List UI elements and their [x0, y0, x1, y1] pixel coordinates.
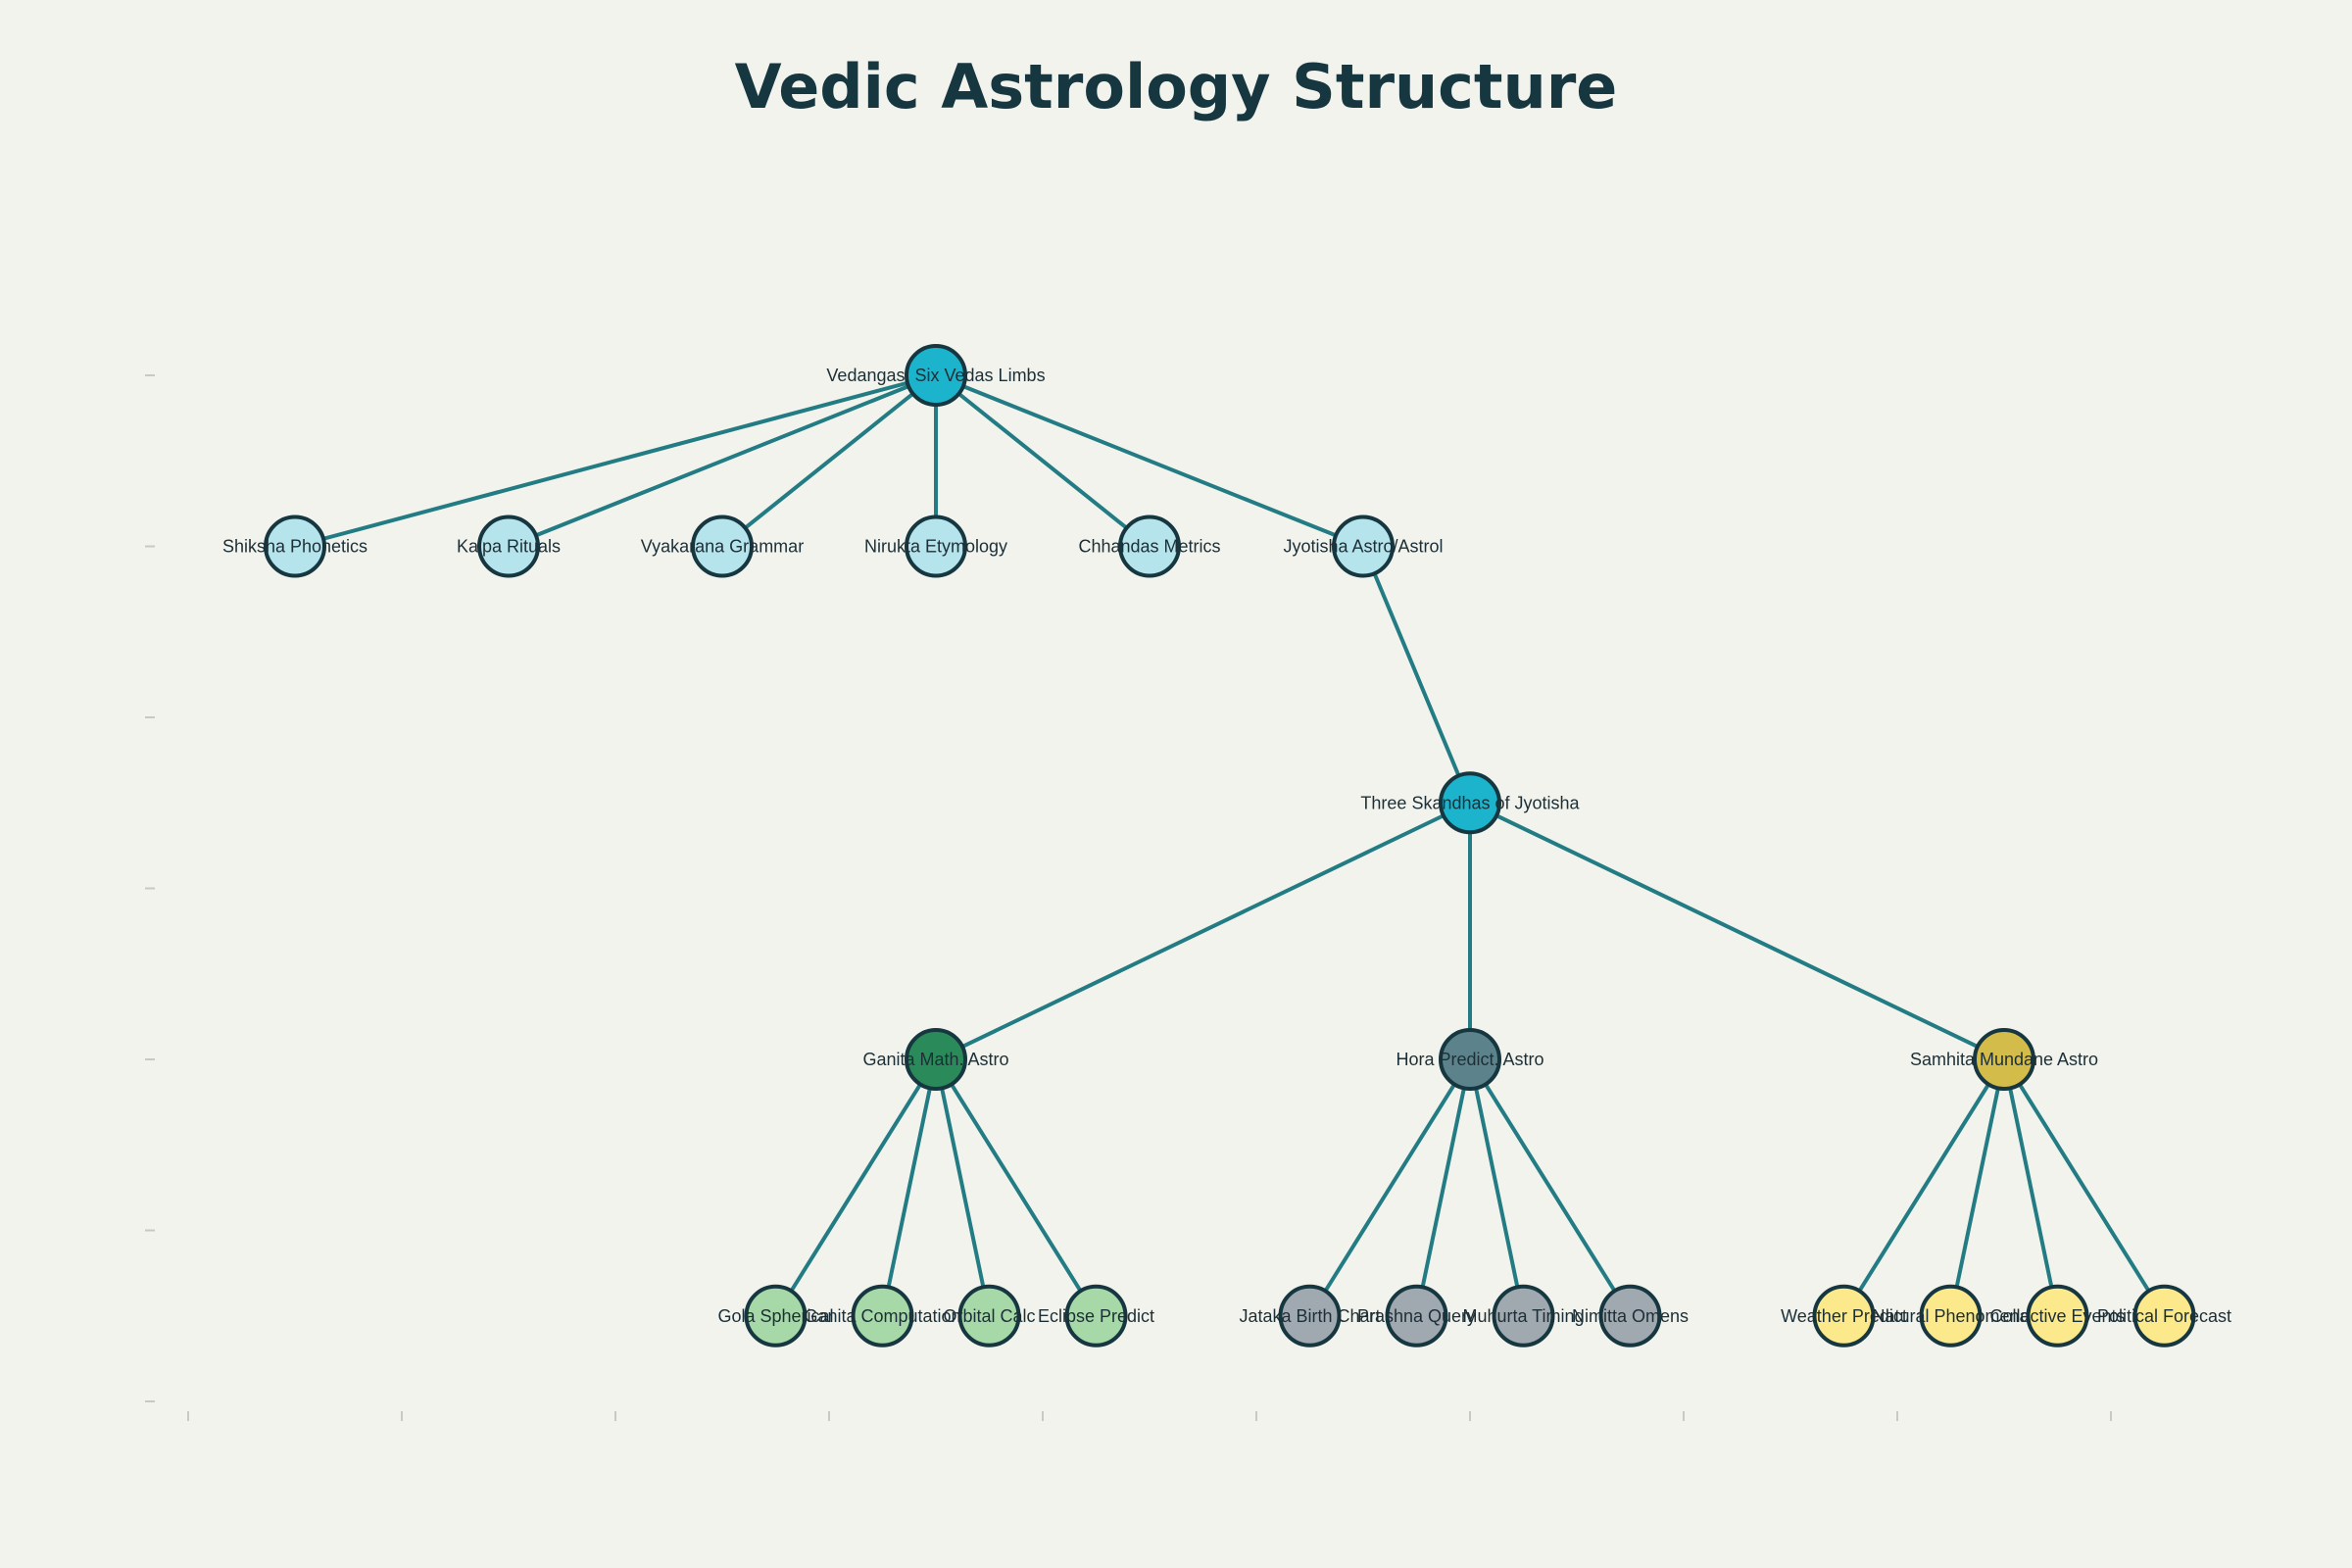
- edge-samhita-natural: [1948, 1058, 2006, 1317]
- edge-vedangas-jyotisha: [935, 373, 1364, 549]
- node-circle[interactable]: [1598, 1284, 1662, 1348]
- node-vyakarana[interactable]: Vyakarana Grammar: [641, 514, 804, 578]
- node-circle[interactable]: [1439, 771, 1501, 835]
- edge-ganita-eclipse: [934, 1057, 1099, 1317]
- node-circle[interactable]: [1492, 1284, 1555, 1348]
- node-collective[interactable]: Collective Events: [1989, 1284, 2126, 1348]
- edge-hora-nimitta: [1468, 1057, 1633, 1317]
- node-label: Gola Spherical: [717, 1306, 833, 1326]
- node-circle[interactable]: [851, 1284, 914, 1348]
- node-label: Three Skandhas of Jyotisha: [1360, 793, 1580, 812]
- node-label: Samhita Mundane Astro: [1910, 1050, 2098, 1069]
- node-ganita-comp[interactable]: Ganita Computation: [804, 1284, 961, 1348]
- node-circle[interactable]: [744, 1284, 808, 1348]
- node-circle[interactable]: [1812, 1284, 1876, 1348]
- edge-ganita-ganita-comp: [880, 1058, 938, 1317]
- edge-hora-muhurta: [1468, 1058, 1526, 1317]
- node-samhita[interactable]: Samhita Mundane Astro: [1910, 1028, 2098, 1091]
- node-circle[interactable]: [1278, 1284, 1342, 1348]
- node-label: Ganita Math. Astro: [862, 1050, 1008, 1069]
- node-prashna[interactable]: Prashna Query: [1357, 1284, 1476, 1348]
- node-nirukta[interactable]: Nirukta Etymology: [864, 514, 1007, 578]
- node-circle[interactable]: [2026, 1284, 2089, 1348]
- edge-hora-jataka: [1307, 1057, 1472, 1317]
- edge-vedangas-kalpa: [508, 373, 937, 549]
- edge-jyotisha-skandhas: [1361, 545, 1472, 805]
- node-label: Natural Phenomena: [1872, 1306, 2030, 1326]
- edge-samhita-collective: [2002, 1058, 2060, 1317]
- node-circle[interactable]: [1064, 1284, 1128, 1348]
- edge-skandhas-samhita: [1469, 801, 2005, 1061]
- node-label: Collective Events: [1989, 1306, 2125, 1326]
- node-circle[interactable]: [691, 514, 754, 578]
- node-circle[interactable]: [2132, 1284, 2196, 1348]
- edge-samhita-political: [2002, 1057, 2167, 1317]
- node-label: Vyakarana Grammar: [641, 537, 804, 557]
- node-circle[interactable]: [1332, 514, 1395, 578]
- node-circle[interactable]: [957, 1284, 1021, 1348]
- node-circle[interactable]: [905, 344, 967, 407]
- node-label: Muhurta Timing: [1462, 1306, 1584, 1326]
- node-circle[interactable]: [1118, 514, 1181, 578]
- edge-vedangas-vyakarana: [720, 373, 938, 549]
- node-label: Ganita Computation: [804, 1306, 960, 1326]
- node-circle[interactable]: [905, 1028, 967, 1091]
- node-gola[interactable]: Gola Spherical: [717, 1284, 834, 1348]
- node-hora[interactable]: Hora Predict. Astro: [1396, 1028, 1544, 1091]
- node-label: Nirukta Etymology: [864, 537, 1007, 557]
- edge-vedangas-chhandas: [934, 373, 1152, 549]
- edge-ganita-orbital: [934, 1058, 992, 1317]
- node-circle[interactable]: [477, 514, 540, 578]
- node-vedangas[interactable]: Vedangas: Six Vedas Limbs: [826, 344, 1046, 407]
- edge-layer: [294, 373, 2167, 1317]
- node-circle[interactable]: [1919, 1284, 1983, 1348]
- node-label: Shiksha Phonetics: [222, 537, 368, 557]
- node-nimitta[interactable]: Nimitta Omens: [1572, 1284, 1689, 1348]
- node-label: Vedangas: Six Vedas Limbs: [826, 366, 1045, 385]
- node-political[interactable]: Political Forecast: [2097, 1284, 2231, 1348]
- node-label: Chhandas Metrics: [1078, 537, 1220, 557]
- diagram-title: Vedic Astrology Structure: [734, 51, 1618, 122]
- node-circle[interactable]: [264, 514, 326, 578]
- node-label: Jyotisha Astro/Astrol: [1283, 537, 1443, 557]
- node-label: Orbital Calc: [943, 1306, 1035, 1326]
- node-circle[interactable]: [1973, 1028, 2035, 1091]
- node-label: Political Forecast: [2097, 1306, 2231, 1326]
- node-label: Kalpa Rituals: [457, 537, 561, 557]
- node-eclipse[interactable]: Eclipse Predict: [1038, 1284, 1154, 1348]
- node-label: Jataka Birth Chart: [1239, 1306, 1380, 1326]
- node-skandhas[interactable]: Three Skandhas of Jyotisha: [1360, 771, 1581, 835]
- edge-ganita-gola: [773, 1057, 938, 1317]
- axis-ticks: [145, 374, 2112, 1421]
- node-label: Weather Predict: [1781, 1306, 1907, 1326]
- node-muhurta[interactable]: Muhurta Timing: [1462, 1284, 1585, 1348]
- node-circle[interactable]: [905, 514, 967, 578]
- node-ganita[interactable]: Ganita Math. Astro: [862, 1028, 1009, 1091]
- node-jyotisha[interactable]: Jyotisha Astro/Astrol: [1283, 514, 1444, 578]
- node-label: Nimitta Omens: [1572, 1306, 1689, 1326]
- node-circle[interactable]: [1385, 1284, 1448, 1348]
- node-label: Eclipse Predict: [1038, 1306, 1154, 1326]
- node-label: Prashna Query: [1357, 1306, 1476, 1326]
- node-jataka[interactable]: Jataka Birth Chart: [1239, 1284, 1381, 1348]
- edge-hora-prashna: [1414, 1058, 1472, 1317]
- node-circle[interactable]: [1439, 1028, 1501, 1091]
- node-weather[interactable]: Weather Predict: [1781, 1284, 1907, 1348]
- node-kalpa[interactable]: Kalpa Rituals: [457, 514, 561, 578]
- node-chhandas[interactable]: Chhandas Metrics: [1078, 514, 1221, 578]
- edge-skandhas-ganita: [935, 801, 1471, 1061]
- node-shiksha[interactable]: Shiksha Phonetics: [222, 514, 368, 578]
- node-natural[interactable]: Natural Phenomena: [1872, 1284, 2031, 1348]
- edge-samhita-weather: [1841, 1057, 2006, 1317]
- node-orbital[interactable]: Orbital Calc: [943, 1284, 1036, 1348]
- node-label: Hora Predict. Astro: [1396, 1050, 1544, 1069]
- edge-vedangas-shiksha: [294, 373, 937, 549]
